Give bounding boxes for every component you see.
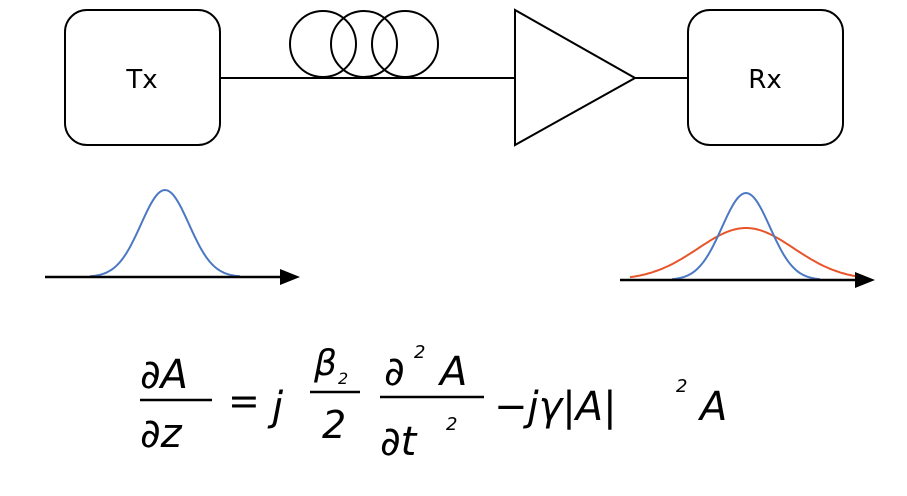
- eq-nonlinear-term: −jγ|A|: [494, 384, 617, 430]
- nlse-equation: ∂A ∂z = j β 2 2 ∂ 2 A ∂t 2 −jγ|A| 2 A: [140, 342, 727, 465]
- fiber-spool-icon: [289, 10, 439, 78]
- amplifier-icon: [514, 8, 638, 147]
- output-pulse-plot: [620, 191, 875, 288]
- arrowhead-icon: [855, 272, 875, 288]
- transmitter-block: Tx: [64, 9, 221, 146]
- eq-equals: =: [228, 379, 260, 423]
- eq-j: j: [267, 384, 284, 430]
- arrowhead-icon: [280, 269, 300, 285]
- eq-nonlinear-A: A: [697, 384, 727, 430]
- input-pulse-plot: [45, 189, 300, 285]
- eq-d2-numerator-exp: 2: [414, 342, 425, 363]
- eq-lhs-denominator: ∂z: [140, 411, 183, 457]
- eq-beta-subscript: 2: [338, 369, 348, 388]
- tx-label: Tx: [125, 65, 157, 95]
- eq-nonlinear-exp: 2: [676, 376, 687, 397]
- eq-denominator-2: 2: [322, 403, 346, 447]
- eq-d2-denominator: ∂t: [380, 419, 418, 465]
- eq-d2-denominator-exp: 2: [446, 414, 457, 435]
- original-pulse-curve: [671, 191, 821, 281]
- eq-beta: β: [313, 343, 337, 384]
- dispersed-pulse-curve: [629, 227, 863, 279]
- receiver-block: Rx: [687, 9, 844, 146]
- rx-label: Rx: [748, 65, 781, 95]
- eq-lhs-numerator: ∂A: [140, 352, 188, 398]
- input-pulse-curve: [89, 189, 241, 278]
- eq-d2-numerator: ∂: [384, 349, 405, 395]
- eq-d2-numerator-A: A: [437, 349, 467, 395]
